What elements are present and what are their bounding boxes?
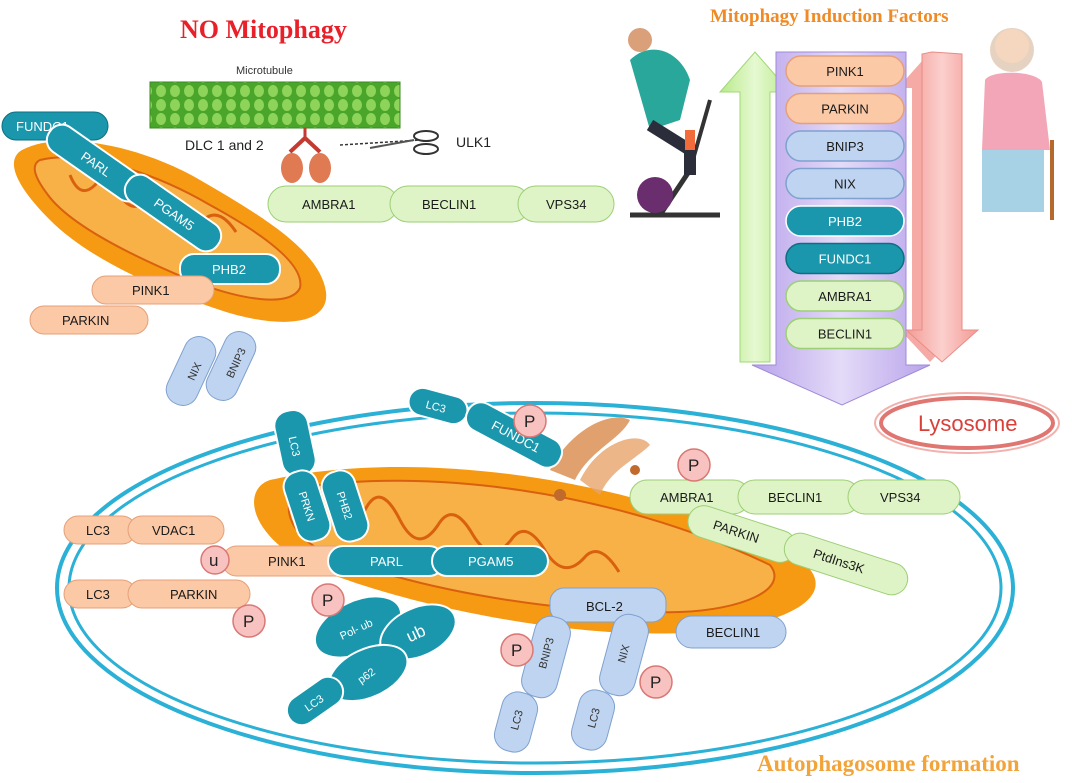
left-pink1-pill: [91, 275, 215, 305]
lysosome-label: Lysosome: [918, 411, 1017, 436]
p-marker-4: P: [322, 591, 333, 610]
golgi-structure: [550, 417, 650, 501]
factor-pill-pink1: [785, 55, 905, 87]
factor-label-parkin: PARKIN: [821, 102, 868, 117]
top-complex: AMBRA1 BECLIN1 VPS34: [267, 185, 615, 223]
left-parkin: PARKIN: [62, 313, 109, 328]
auto-pink1: PINK1: [268, 554, 306, 569]
no-mitophagy-title: NO Mitophagy: [180, 15, 347, 44]
auto-parl-pgam5: [327, 545, 549, 577]
factor-label-beclin1: BECLIN1: [818, 327, 872, 342]
auto-lc3-nix: LC3: [586, 707, 603, 730]
microtubule: [149, 81, 401, 129]
top-beclin1: BECLIN1: [422, 197, 476, 212]
scissors-icon: [339, 130, 439, 155]
auto-pgam5: PGAM5: [468, 554, 514, 569]
auto-ambra1-complex: [629, 479, 961, 515]
u-marker: u: [209, 551, 218, 570]
p-marker-5: P: [511, 641, 522, 660]
auto-nix: NIX: [616, 643, 633, 664]
auto-ambra1: AMBRA1: [660, 490, 713, 505]
left-phb2: PHB2: [212, 262, 246, 277]
factor-label-pink1: PINK1: [826, 64, 864, 79]
factor-label-bnip3: BNIP3: [826, 139, 864, 154]
factor-pill-nix: [785, 167, 905, 200]
dynein-light-chain: [281, 128, 331, 183]
top-ambra1: AMBRA1: [302, 197, 355, 212]
top-vps34: VPS34: [546, 197, 586, 212]
auto-bcl2: BCL-2: [586, 599, 623, 614]
auto-lc3-prkn-phb2: [273, 408, 370, 543]
factor-label-fundc1: FUNDC1: [819, 252, 872, 267]
cyclist-illustration: [628, 28, 720, 218]
auto-vdac1: VDAC1: [152, 523, 195, 538]
auto-lc3-parkin: LC3: [86, 587, 110, 602]
dlc-label: DLC 1 and 2: [185, 137, 264, 153]
auto-beclin1-top: BECLIN1: [768, 490, 822, 505]
p-marker-3: P: [243, 612, 254, 631]
p-marker-6: P: [650, 673, 661, 692]
auto-parkin-peach: PARKIN: [170, 587, 217, 602]
auto-lc3-bnip3: LC3: [509, 709, 526, 732]
left-pink1: PINK1: [132, 283, 170, 298]
lysosome-oval: [879, 396, 1055, 450]
left-parkin-pill: [29, 305, 149, 335]
ulk1-label: ULK1: [456, 134, 491, 150]
elderly-woman-illustration: [982, 28, 1054, 220]
factor-label-phb2: PHB2: [828, 214, 862, 229]
factor-label-ambra1: AMBRA1: [818, 289, 871, 304]
red-down-arrow: [904, 51, 980, 363]
left-nix-bnip3: [165, 331, 257, 406]
factor-pill-parkin: [785, 92, 905, 125]
auto-bcl2-complex: [493, 587, 787, 753]
auto-beclin1-bottom: BECLIN1: [706, 625, 760, 640]
factor-pill-ambra1: [785, 280, 905, 312]
p-marker-1: P: [524, 412, 535, 431]
factor-pill-phb2: [785, 205, 905, 237]
p-markers: [200, 404, 711, 699]
autophagosome-outer-membrane: [55, 401, 1015, 775]
auto-lc3-top: LC3: [424, 399, 447, 416]
factor-pill-bnip3: [785, 130, 905, 162]
factor-pill-fundc1: [785, 242, 905, 275]
factor-label-nix: NIX: [834, 177, 856, 192]
microtubule-label: Microtubule: [236, 65, 293, 77]
autophagosome-title: Autophagosome formation: [757, 751, 1020, 776]
lysosome-halo: [874, 392, 1060, 454]
auto-lc3-vdac: LC3: [86, 523, 110, 538]
auto-parkin-ptdins3k: [687, 505, 909, 596]
p-marker-2: P: [688, 456, 699, 475]
auto-vps34: VPS34: [880, 490, 920, 505]
induction-factors-title: Mitophagy Induction Factors: [710, 6, 949, 27]
auto-lc3-vertical: LC3: [286, 435, 302, 457]
factor-pill-beclin1: [785, 317, 905, 350]
auto-parl: PARL: [370, 554, 403, 569]
auto-ub-cluster: [285, 595, 457, 727]
